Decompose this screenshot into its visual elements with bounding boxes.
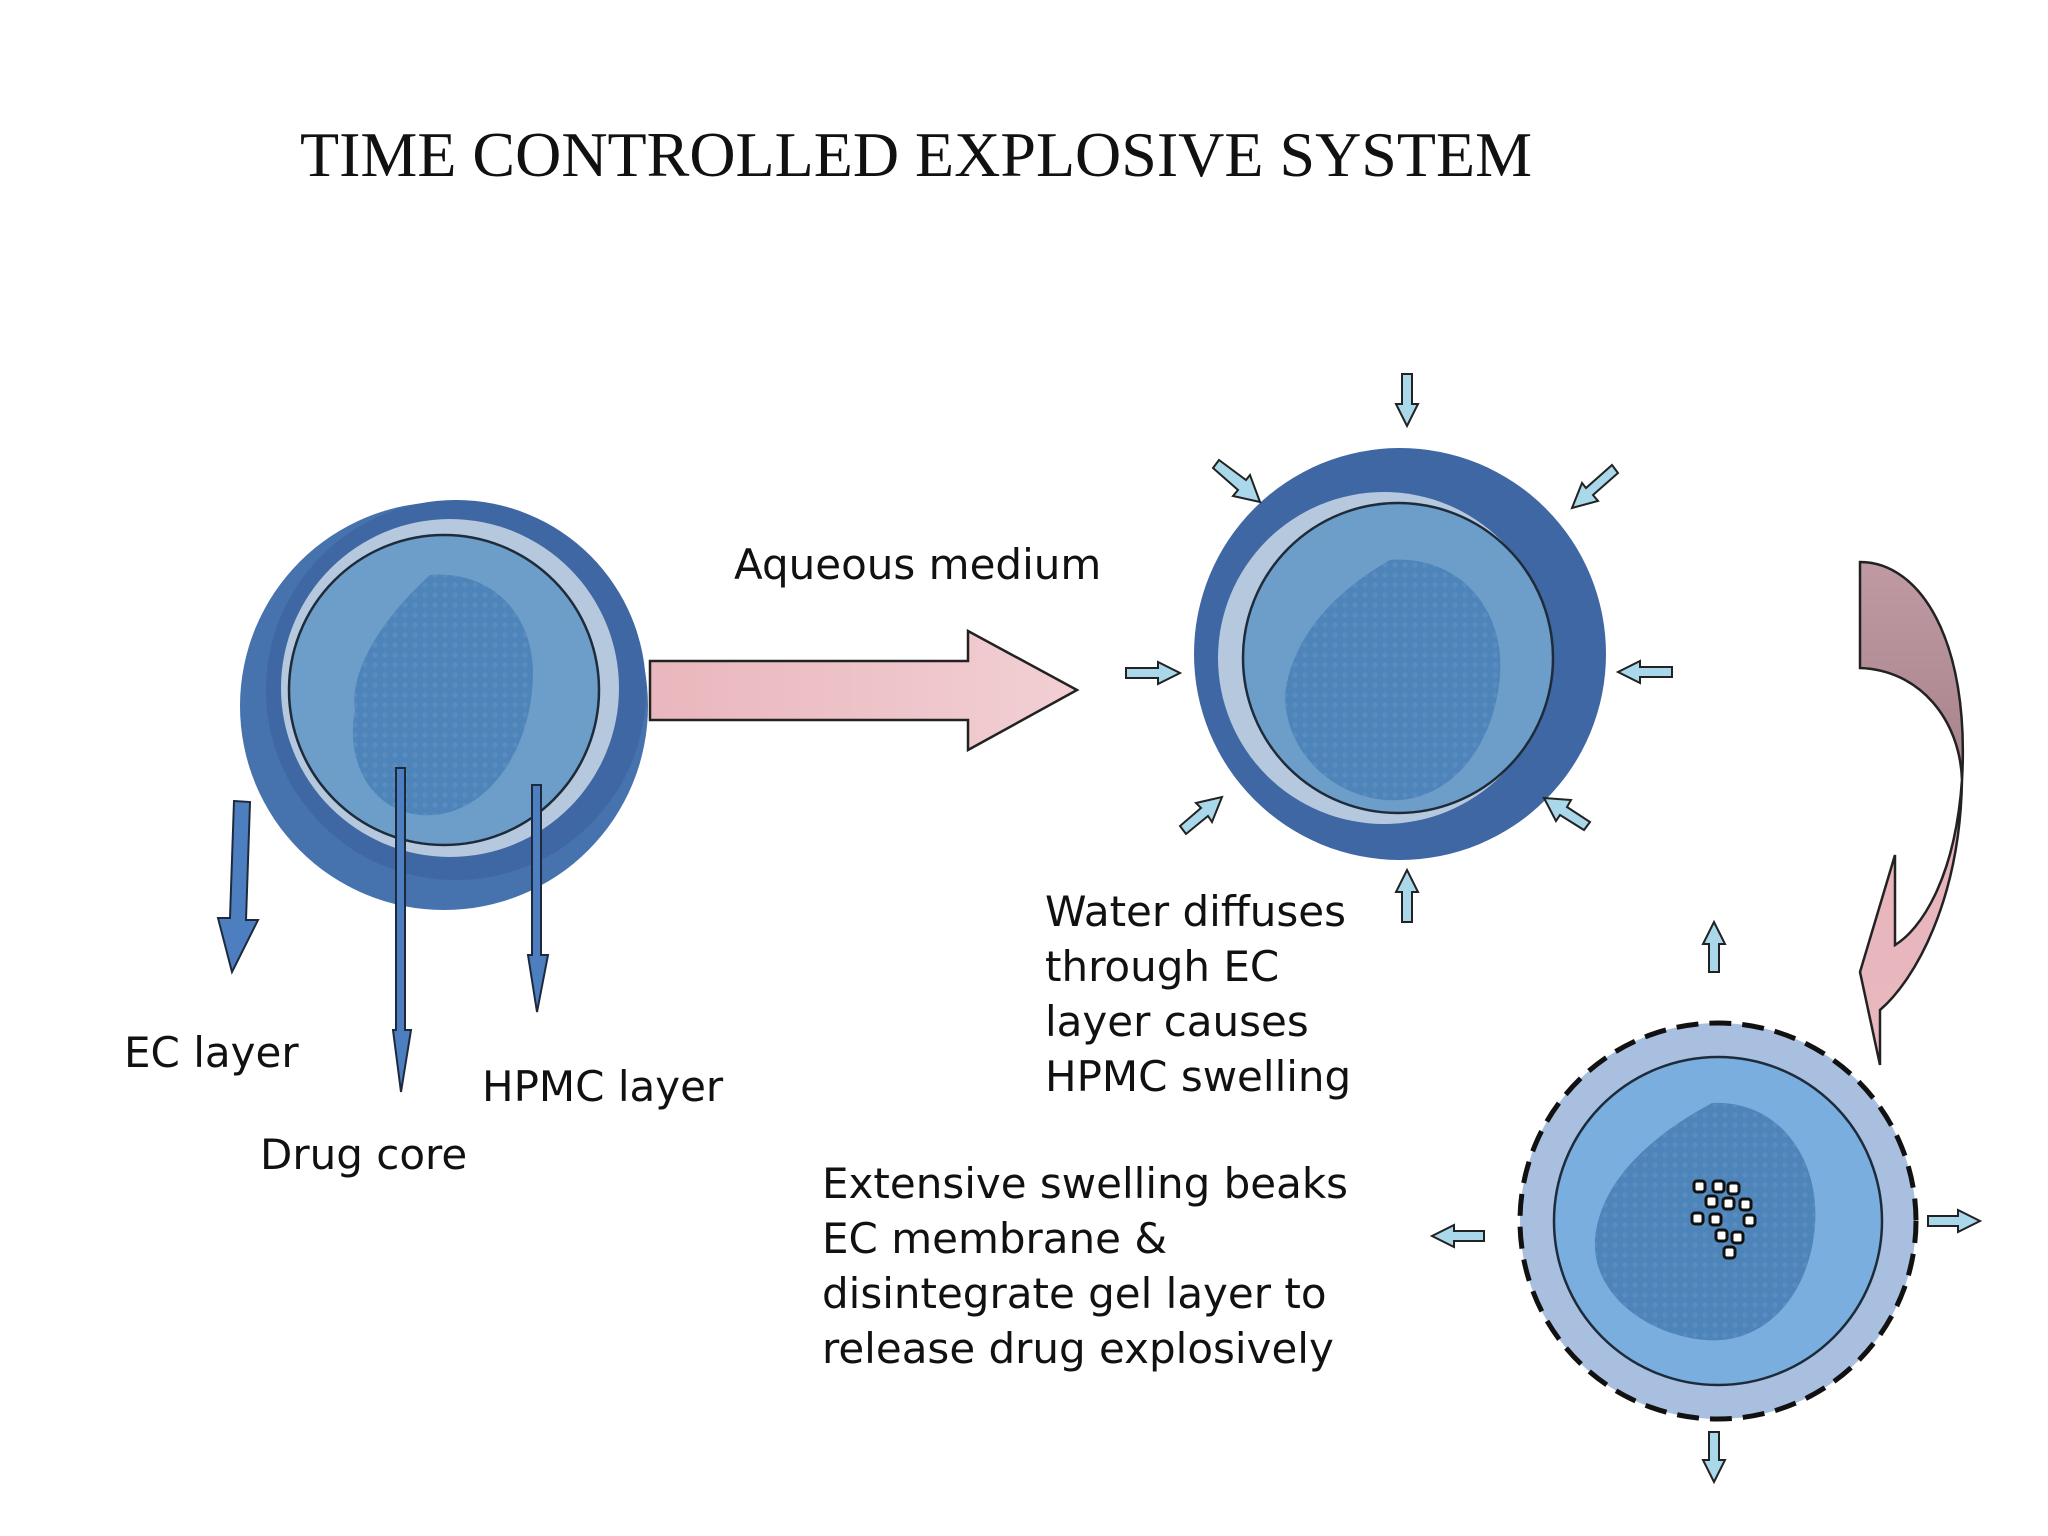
- water-arrow-bottom-left: [1178, 795, 1224, 836]
- release-arrow-bottom: [1701, 1431, 1727, 1485]
- water-arrow-bottom: [1394, 867, 1420, 923]
- label-line: Extensive swelling beaks: [822, 1159, 1349, 1208]
- water-arrow-bottom-right: [1542, 796, 1592, 832]
- released-drug-particles: [1690, 1179, 1757, 1260]
- label-line: EC membrane &: [822, 1214, 1168, 1263]
- tablet-swelling: [1194, 448, 1606, 860]
- pointer-arrow-hpmc: [526, 784, 550, 1013]
- label-line: HPMC swelling: [1045, 1052, 1352, 1101]
- pointer-arrow-drug: [391, 767, 413, 1093]
- drug-core-dots: [1285, 559, 1501, 801]
- label-hpmc-layer: HPMC layer: [482, 1062, 724, 1111]
- drug-core-dots: [352, 574, 534, 816]
- label-line: through EC: [1045, 942, 1280, 991]
- label-line: layer causes: [1045, 997, 1309, 1046]
- water-arrow-top: [1394, 373, 1420, 429]
- water-arrow-right: [1615, 659, 1673, 685]
- release-arrow-top: [1701, 919, 1727, 973]
- water-arrow-top-right: [1570, 463, 1620, 510]
- label-aqueous-medium: Aqueous medium: [734, 540, 1102, 589]
- label-line: Water diffuses: [1045, 887, 1346, 936]
- tablet-burst: [1517, 1020, 1919, 1422]
- release-arrow-right: [1927, 1208, 1983, 1234]
- drug-core-dots: [1594, 1102, 1816, 1341]
- water-arrow-top-left: [1211, 458, 1262, 504]
- label-ec-layer: EC layer: [124, 1028, 299, 1077]
- slide-title: TIME CONTROLLED EXPLOSIVE SYSTEM: [300, 119, 1532, 190]
- curved-arrow: [1858, 560, 1965, 1066]
- label-water-diffuses: Water diffuses through EC layer causes H…: [1045, 884, 1351, 1104]
- label-line: release drug explosively: [822, 1324, 1334, 1373]
- water-arrow-left: [1125, 660, 1183, 686]
- pointer-arrow-ec: [216, 799, 260, 975]
- label-extensive-swelling: Extensive swelling beaks EC membrane & d…: [822, 1156, 1348, 1376]
- label-drug-core: Drug core: [260, 1130, 468, 1179]
- label-line: disintegrate gel layer to: [822, 1269, 1327, 1318]
- tablet-initial: [240, 500, 648, 910]
- release-arrow-left: [1429, 1223, 1485, 1249]
- aqueous-arrow: [648, 628, 1080, 753]
